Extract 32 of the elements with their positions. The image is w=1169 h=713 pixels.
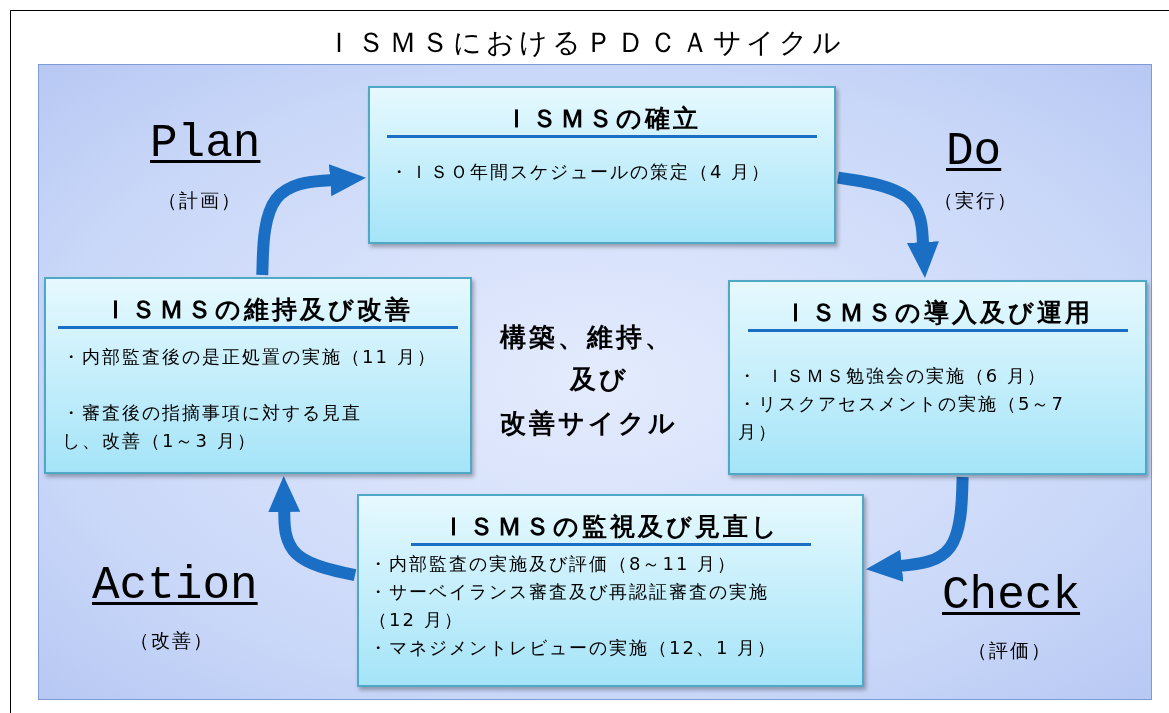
process-box: [368, 86, 836, 244]
process-box: [44, 277, 472, 474]
phase-subtitle: （計画）: [158, 188, 242, 213]
phase-word: Do: [946, 126, 1002, 178]
center-text: 及び: [570, 363, 629, 396]
bullet-text: ・マネジメントレビューの実施（12、1 月）: [369, 636, 779, 660]
box-heading: ＩＳＭＳの維持及び改善: [58, 293, 458, 329]
curved-arrow: [268, 476, 357, 581]
bullet-text: ・ＩＳＯ年間スケジュールの策定（4 月）: [390, 160, 773, 184]
bullet-text: ・ ＩＳＭＳ勉強会の実施（6 月）: [738, 364, 1048, 388]
box-heading: ＩＳＭＳの確立: [387, 102, 817, 138]
box-heading: ＩＳＭＳの監視及び見直し: [410, 510, 811, 546]
phase-subtitle: （実行）: [934, 188, 1018, 213]
phase-word: Plan: [150, 118, 261, 170]
bullet-text: ・審査後の指摘事項に対する見直し、改善（1～3 月）: [62, 401, 363, 453]
bullet-text: ・サーベイランス審査及び再認証審査の実施（12 月）: [369, 580, 770, 632]
bullet-text: ・内部監査の実施及び評価（8～11 月）: [369, 552, 739, 576]
process-box: [357, 494, 864, 687]
bullet-text: ・内部監査後の是正処置の実施（11 月）: [62, 345, 438, 369]
center-text: 構築、維持、: [500, 321, 674, 354]
bullet-text: ・リスクアセスメントの実施（5～7 月）: [738, 392, 1066, 444]
phase-word: Action: [92, 560, 258, 612]
process-box: [728, 280, 1147, 475]
center-text: 改善サイクル: [500, 407, 678, 440]
curved-arrow: [837, 171, 939, 278]
phase-word: Check: [942, 570, 1081, 622]
curved-arrow: [866, 476, 969, 582]
box-heading: ＩＳＭＳの導入及び運用: [747, 296, 1128, 332]
phase-subtitle: （評価）: [968, 638, 1052, 663]
curved-arrow: [256, 164, 366, 276]
diagram-title: ＩＳＭＳにおけるＰＤＣＡサイクル: [323, 25, 846, 61]
phase-subtitle: （改善）: [130, 628, 214, 653]
